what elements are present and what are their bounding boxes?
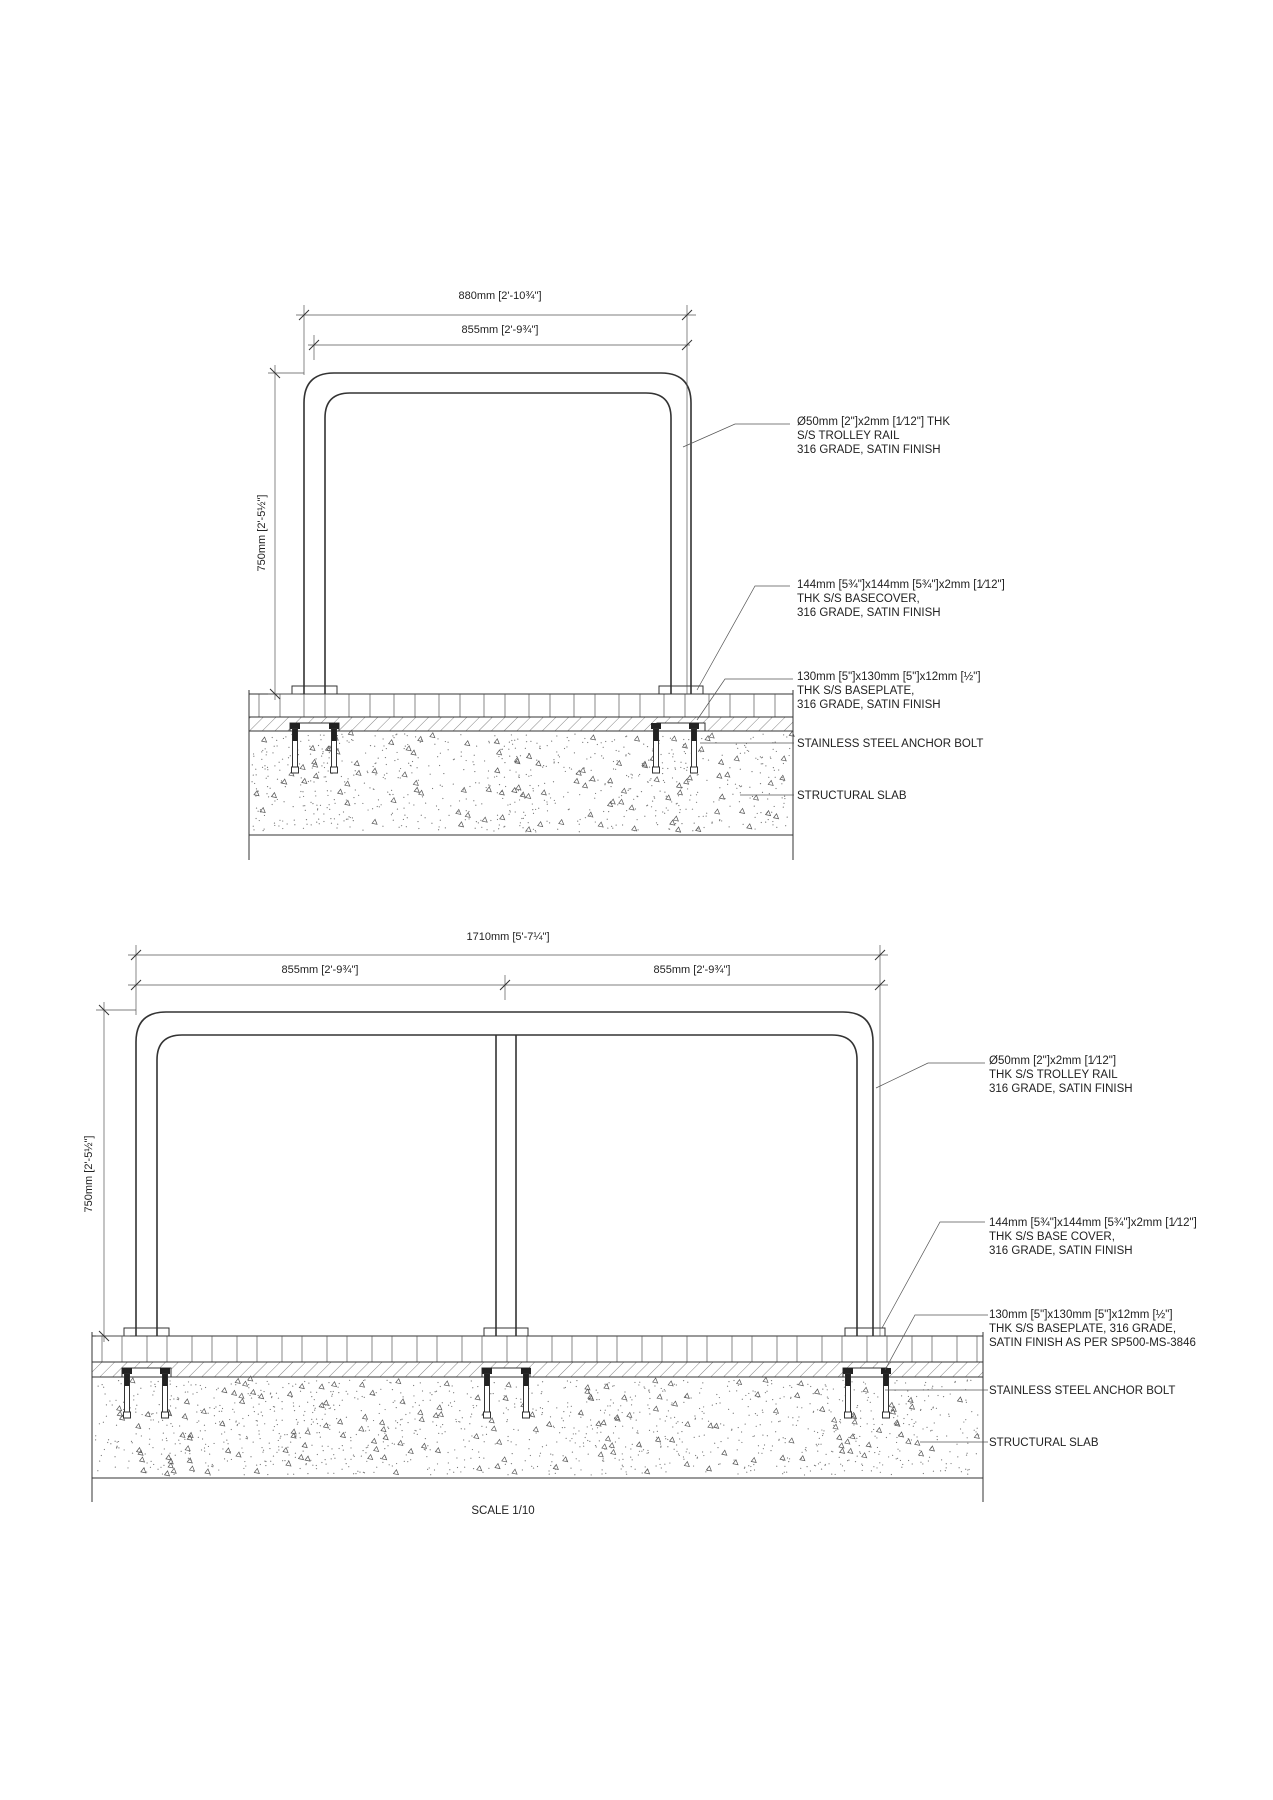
svg-text:316 GRADE, SATIN FINISH: 316 GRADE, SATIN FINISH <box>797 607 941 619</box>
svg-text:Ø50mm [2"]x2mm [1⁄12"]: Ø50mm [2"]x2mm [1⁄12"] <box>989 1055 1116 1067</box>
dimension-overall-width: 880mm [2'-10¾"] <box>296 290 696 694</box>
anchor-bolt <box>329 723 339 774</box>
base-cover <box>483 1327 529 1337</box>
svg-text:316 GRADE, SATIN FINISH: 316 GRADE, SATIN FINISH <box>797 699 941 711</box>
svg-text:S/S TROLLEY RAIL: S/S TROLLEY RAIL <box>797 430 900 442</box>
rail-inner-edge <box>156 1034 858 1336</box>
anchor-bolt <box>122 1368 132 1419</box>
callout-basecover: 144mm [5¾"]x144mm [5¾"]x2mm [1⁄12"] THK … <box>797 579 1005 619</box>
anchor-bolt <box>482 1368 492 1419</box>
dim-overall-text: 1710mm [5'-7¼"] <box>466 931 549 943</box>
svg-text:130mm [5"]x130mm [5"]x12mm [½": 130mm [5"]x130mm [5"]x12mm [½"] <box>797 671 981 683</box>
paving-band <box>92 1335 983 1362</box>
dimension-height: 750mm [2'-5½"] <box>83 1002 136 1342</box>
dimension-height: 750mm [2'-5½"] <box>256 365 304 700</box>
callout-structural-slab: STRUCTURAL SLAB <box>989 1437 1099 1449</box>
anchor-bolts <box>290 723 699 774</box>
callout-rail: Ø50mm [2"]x2mm [1⁄12"] THK S/S TROLLEY R… <box>797 416 950 456</box>
ground-build-up <box>91 1327 984 1502</box>
svg-text:316 GRADE, SATIN FINISH: 316 GRADE, SATIN FINISH <box>989 1083 1133 1095</box>
callout-baseplate: 130mm [5"]x130mm [5"]x12mm [½"] THK S/S … <box>797 671 981 711</box>
dim-right-text: 855mm [2'-9¾"] <box>654 964 731 976</box>
svg-text:THK S/S BASE COVER,: THK S/S BASE COVER, <box>989 1231 1115 1243</box>
callout-anchor-bolt: STAINLESS STEEL ANCHOR BOLT <box>989 1385 1175 1397</box>
callout-structural-slab: STRUCTURAL SLAB <box>797 790 907 802</box>
dimension-overall-width: 1710mm [5'-7¼"] <box>128 931 888 1336</box>
anchor-bolt <box>651 723 661 774</box>
scale-note: SCALE 1/10 <box>471 1505 534 1517</box>
dimension-inner-width: 855mm [2'-9¾"] <box>308 324 693 360</box>
double-rail-elevation: 1710mm [5'-7¼"] 855mm [2'-9¾"] 855mm [2'… <box>83 931 1197 1502</box>
svg-text:144mm [5¾"]x144mm [5¾"]x2mm [1: 144mm [5¾"]x144mm [5¾"]x2mm [1⁄12"] <box>989 1217 1197 1229</box>
svg-text:THK S/S BASECOVER,: THK S/S BASECOVER, <box>797 593 920 605</box>
svg-text:THK S/S BASEPLATE, 316 GRADE,: THK S/S BASEPLATE, 316 GRADE, <box>989 1323 1176 1335</box>
dim-height-text: 750mm [2'-5½"] <box>83 1136 95 1213</box>
base-cover <box>291 685 338 695</box>
svg-text:SATIN FINISH AS PER SP500-MS-3: SATIN FINISH AS PER SP500-MS-3846 <box>989 1337 1196 1349</box>
structural-slab <box>248 690 795 860</box>
anchor-bolt <box>881 1368 891 1419</box>
dim-inner-text: 855mm [2'-9¾"] <box>462 324 539 336</box>
callout-basecover: 144mm [5¾"]x144mm [5¾"]x2mm [1⁄12"] THK … <box>989 1217 1197 1257</box>
dimension-split-widths: 855mm [2'-9¾"] 855mm [2'-9¾"] <box>128 964 888 1000</box>
anchor-bolt <box>290 723 300 774</box>
paving-band <box>249 693 793 717</box>
svg-text:316 GRADE, SATIN FINISH: 316 GRADE, SATIN FINISH <box>797 444 941 456</box>
svg-text:316 GRADE, SATIN FINISH: 316 GRADE, SATIN FINISH <box>989 1245 1133 1257</box>
anchor-bolt <box>160 1368 170 1419</box>
callout-baseplate: 130mm [5"]x130mm [5"]x12mm [½"] THK S/S … <box>989 1309 1196 1349</box>
structural-slab <box>91 1332 984 1502</box>
callout-anchor-bolt: STAINLESS STEEL ANCHOR BOLT <box>797 738 983 750</box>
svg-text:THK S/S BASEPLATE,: THK S/S BASEPLATE, <box>797 685 914 697</box>
base-cover <box>123 1327 170 1337</box>
base-cover <box>658 685 704 695</box>
callout-rail: Ø50mm [2"]x2mm [1⁄12"] THK S/S TROLLEY R… <box>989 1055 1133 1095</box>
anchor-bolt <box>689 723 699 774</box>
svg-text:130mm [5"]x130mm [5"]x12mm [½": 130mm [5"]x130mm [5"]x12mm [½"] <box>989 1309 1173 1321</box>
rail-outer-edge <box>135 1011 874 1336</box>
anchor-bolt <box>521 1368 531 1419</box>
anchor-bolt <box>843 1368 853 1419</box>
dim-overall-text: 880mm [2'-10¾"] <box>458 290 541 302</box>
single-rail-elevation: 880mm [2'-10¾"] 855mm [2'-9¾"] 750mm [2'… <box>248 290 1005 860</box>
rail-inner-edge <box>324 392 672 694</box>
rail-outer-edge <box>303 372 692 694</box>
base-cover <box>844 1327 886 1337</box>
dim-left-text: 855mm [2'-9¾"] <box>282 964 359 976</box>
anchor-bolts <box>122 1368 891 1419</box>
svg-text:THK S/S TROLLEY RAIL: THK S/S TROLLEY RAIL <box>989 1069 1118 1081</box>
svg-text:144mm [5¾"]x144mm [5¾"]x2mm [1: 144mm [5¾"]x144mm [5¾"]x2mm [1⁄12"] <box>797 579 1005 591</box>
dim-height-text: 750mm [2'-5½"] <box>256 495 268 572</box>
svg-text:Ø50mm [2"]x2mm [1⁄12"] THK: Ø50mm [2"]x2mm [1⁄12"] THK <box>797 416 950 428</box>
